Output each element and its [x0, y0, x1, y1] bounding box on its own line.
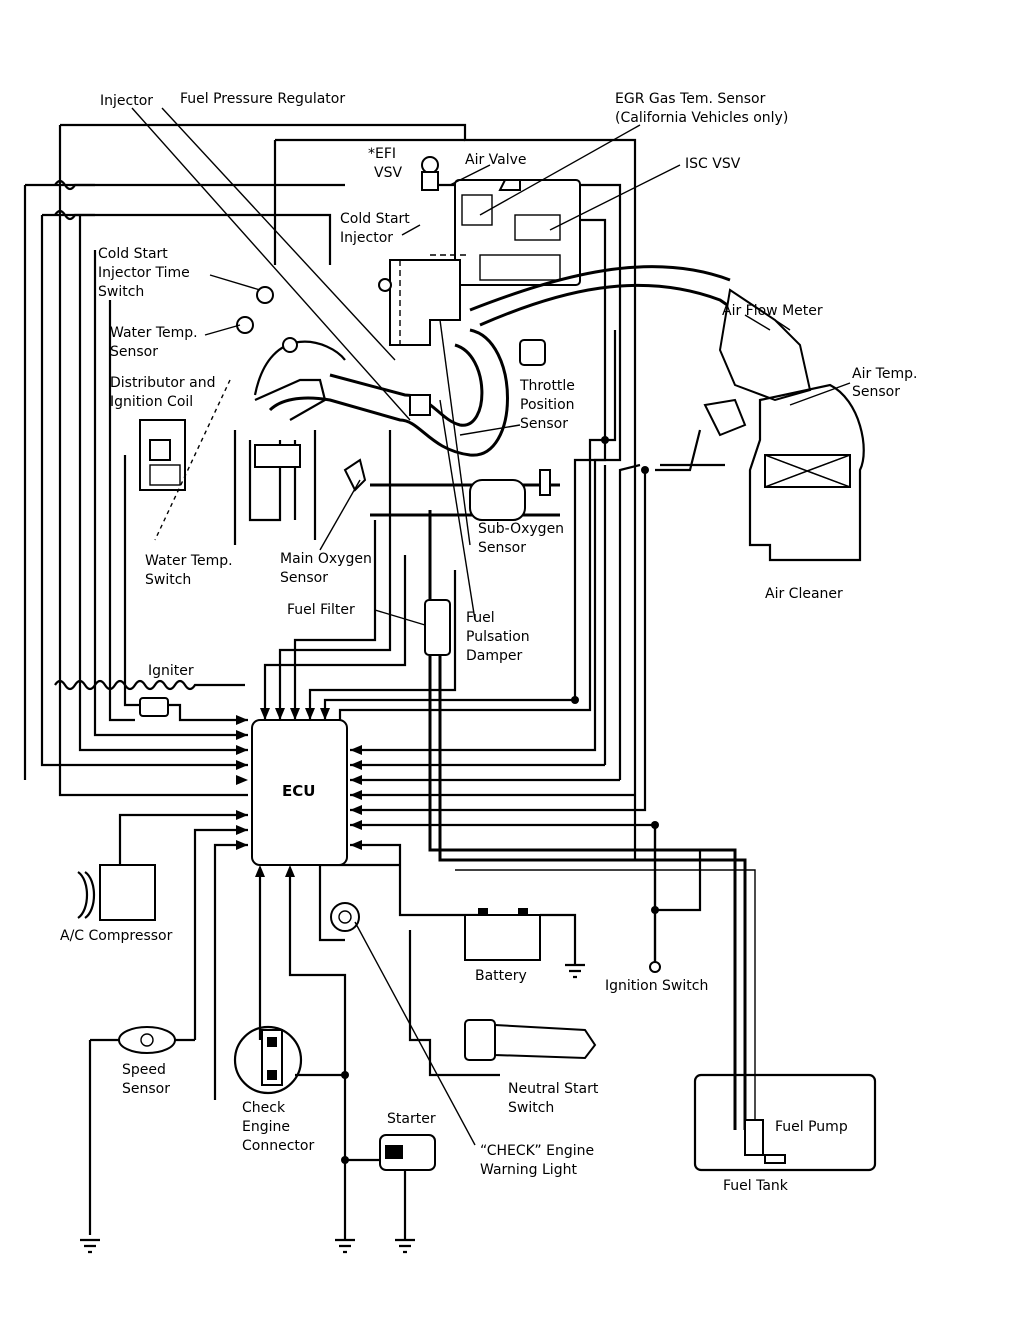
label-cold-start-timer: Cold Start: [98, 246, 168, 262]
label-efi-vsv-2: VSV: [374, 165, 402, 181]
speed-sensor: [118, 1026, 176, 1054]
label-throttle-sensor: Throttle: [519, 378, 575, 394]
label-air-flow-meter: Air Flow Meter: [722, 303, 823, 319]
label-neutral-start-2: Switch: [508, 1100, 554, 1116]
label-sub-oxygen: Sub-Oxygen: [478, 521, 564, 537]
check-connector: [233, 1025, 303, 1095]
label-ecu: ECU: [282, 782, 315, 800]
label-fuel-pump: Fuel Pump: [775, 1119, 848, 1135]
label-ac-compressor: A/C Compressor: [60, 928, 173, 944]
ignition-switch-symbol: [649, 961, 661, 973]
label-sub-oxygen-2: Sensor: [478, 540, 526, 556]
ac-compressor: [77, 864, 156, 921]
label-air-cleaner: Air Cleaner: [765, 586, 843, 602]
label-water-temp-sensor-2: Sensor: [110, 344, 158, 360]
label-fuel-pulsation: Fuel: [466, 610, 495, 626]
starter: [379, 1134, 436, 1171]
label-air-temp-sensor-2: Sensor: [852, 384, 900, 400]
neutral-start-switch: [464, 1019, 597, 1061]
label-cold-start-injector: Cold Start: [340, 211, 410, 227]
wiring: [23, 123, 756, 1240]
label-throttle-sensor-3: Sensor: [520, 416, 568, 432]
labels: Injector Fuel Pressure Regulator EGR Gas…: [60, 91, 917, 1194]
label-efi-vsv: *EFI: [368, 146, 396, 162]
label-starter: Starter: [387, 1111, 436, 1127]
fuel-tank: [693, 1073, 877, 1172]
grounds: [80, 1238, 415, 1254]
label-speed-sensor-2: Sensor: [122, 1081, 170, 1097]
label-distributor: Distributor and: [110, 375, 215, 391]
label-fuel-tank: Fuel Tank: [723, 1178, 789, 1194]
label-check-connector-3: Connector: [242, 1138, 314, 1154]
label-cold-start-injector-2: Injector: [340, 230, 393, 246]
battery: [464, 908, 541, 961]
label-fuel-pulsation-2: Pulsation: [466, 629, 530, 645]
intake-system: [139, 156, 865, 717]
label-fuel-pulsation-3: Damper: [466, 648, 522, 664]
label-distributor-2: Ignition Coil: [110, 394, 193, 410]
label-fuel-pressure-regulator: Fuel Pressure Regulator: [180, 91, 345, 107]
label-air-valve: Air Valve: [465, 152, 527, 168]
label-speed-sensor: Speed: [122, 1062, 166, 1078]
label-air-temp-sensor: Air Temp.: [852, 366, 917, 382]
label-egr-sensor-note: (California Vehicles only): [615, 110, 788, 126]
label-main-oxygen: Main Oxygen: [280, 551, 372, 567]
label-fuel-filter: Fuel Filter: [287, 602, 355, 618]
label-isc-vsv: ISC VSV: [685, 156, 741, 172]
check-light: [330, 902, 360, 932]
label-ignition-switch: Ignition Switch: [605, 978, 708, 994]
label-check-connector-2: Engine: [242, 1119, 290, 1135]
label-water-temp-switch: Water Temp.: [145, 553, 233, 569]
label-cold-start-timer-3: Switch: [98, 284, 144, 300]
label-egr-sensor: EGR Gas Tem. Sensor: [615, 91, 766, 107]
label-water-temp-sensor: Water Temp.: [110, 325, 198, 341]
label-battery: Battery: [475, 968, 527, 984]
label-injector: Injector: [100, 93, 153, 109]
label-cold-start-timer-2: Injector Time: [98, 265, 190, 281]
label-check-connector: Check: [242, 1100, 286, 1116]
ground-battery: [565, 963, 585, 979]
ecu-block: [251, 719, 348, 866]
leader-lines: [131, 107, 851, 1146]
label-check-light: “CHECK” Engine: [480, 1143, 594, 1159]
label-water-temp-switch-2: Switch: [145, 572, 191, 588]
label-neutral-start: Neutral Start: [508, 1081, 599, 1097]
label-check-light-2: Warning Light: [480, 1162, 577, 1178]
label-igniter: Igniter: [148, 663, 194, 679]
label-main-oxygen-2: Sensor: [280, 570, 328, 586]
label-throttle-sensor-2: Position: [520, 397, 575, 413]
